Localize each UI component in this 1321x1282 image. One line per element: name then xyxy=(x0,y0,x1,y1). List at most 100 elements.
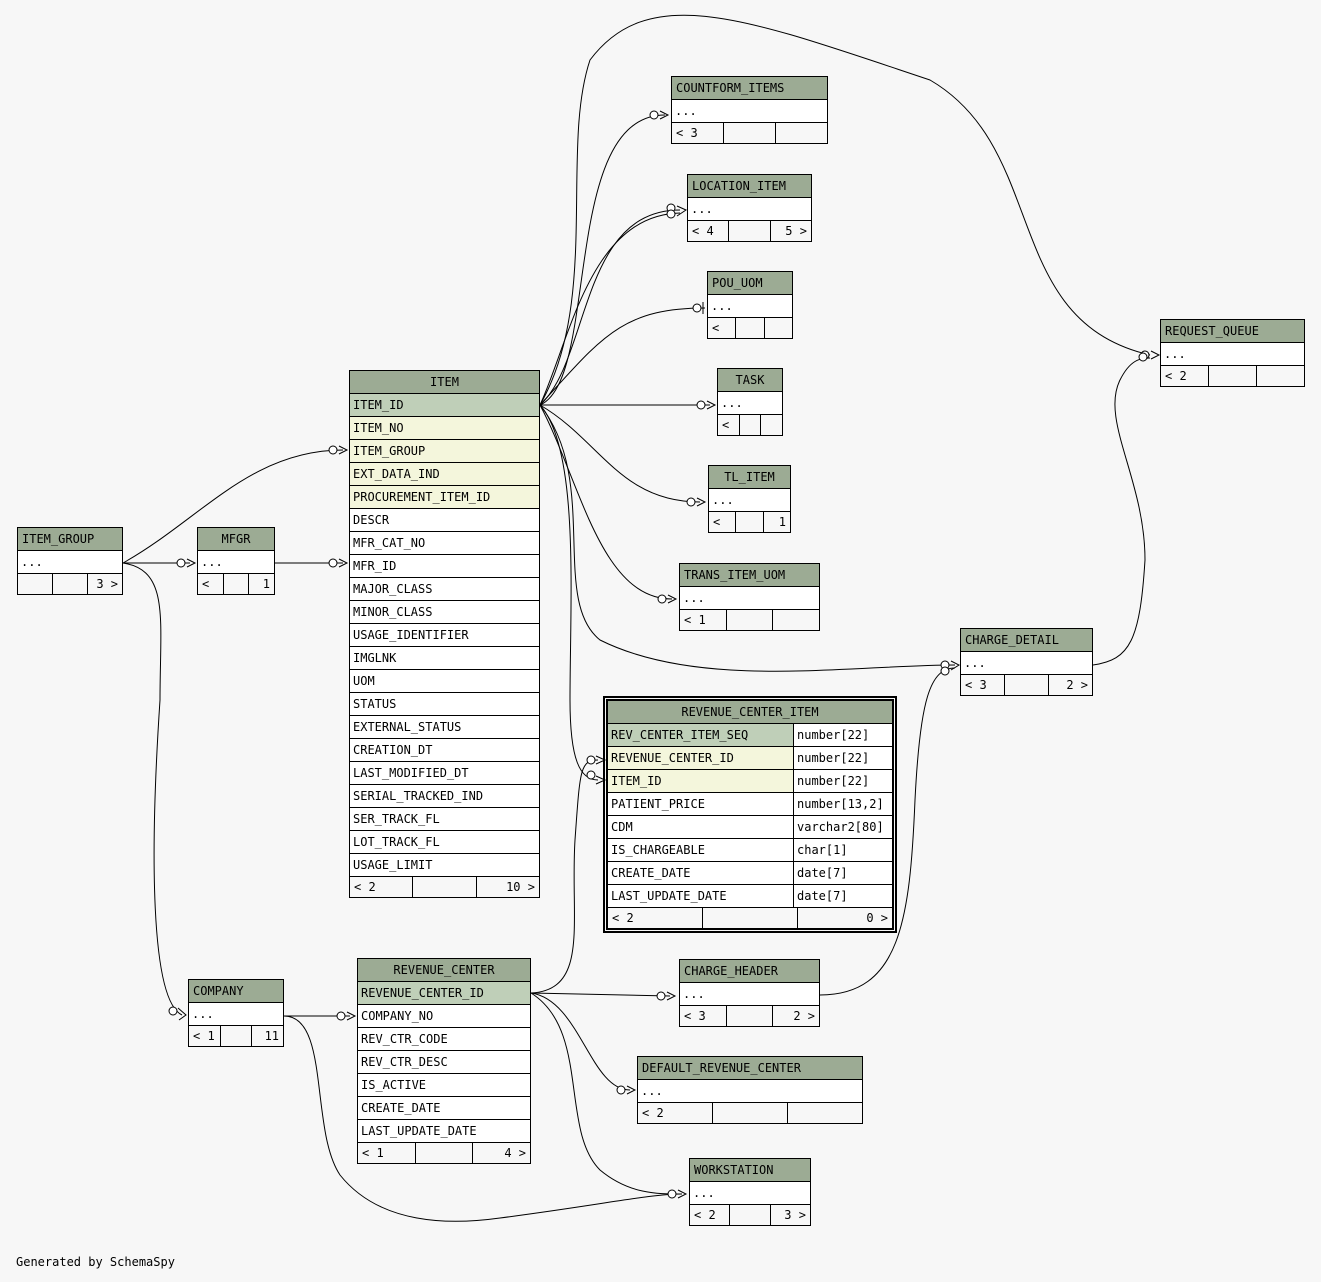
table-countform-items-header[interactable]: COUNTFORM_ITEMS xyxy=(672,77,827,100)
parents-count[interactable]: < 2 xyxy=(722,418,730,432)
column-row[interactable]: USAGE_LIMIT xyxy=(350,854,539,877)
collapsed-columns[interactable]: ... xyxy=(961,652,1092,675)
table-countform-items[interactable]: COUNTFORM_ITEMS ... < 3 xyxy=(671,76,828,144)
parents-count[interactable]: < 1 xyxy=(193,1029,215,1043)
parents-count[interactable]: < 2 xyxy=(354,880,376,894)
column-row[interactable]: PROCUREMENT_ITEM_ID xyxy=(350,486,539,509)
children-count[interactable] xyxy=(1256,366,1304,386)
column-row[interactable]: EXTERNAL_STATUS xyxy=(350,716,539,739)
column-row[interactable]: UOM xyxy=(350,670,539,693)
table-trans-item-uom-header[interactable]: TRANS_ITEM_UOM xyxy=(680,564,819,587)
parents-count[interactable]: < 4 xyxy=(692,224,714,238)
column-row[interactable]: COMPANY_NO xyxy=(358,1005,530,1028)
collapsed-columns[interactable]: ... xyxy=(680,587,819,610)
parents-count[interactable]: < 1 xyxy=(684,613,706,627)
column-row[interactable]: LAST_UPDATE_DATE xyxy=(358,1120,530,1143)
table-pou-uom-header[interactable]: POU_UOM xyxy=(708,272,792,295)
parents-count[interactable]: < 1 xyxy=(712,321,720,335)
column-row[interactable]: IS_ACTIVE xyxy=(358,1074,530,1097)
table-charge-header[interactable]: CHARGE_HEADER ... < 3 2 > xyxy=(679,959,820,1027)
parents-count[interactable]: < 2 xyxy=(1165,369,1187,383)
children-count[interactable]: 10 > xyxy=(475,877,539,897)
table-mfgr[interactable]: MFGR ... < 1 1 > xyxy=(197,527,275,595)
table-charge-header-header[interactable]: CHARGE_HEADER xyxy=(680,960,819,983)
column-row[interactable]: STATUS xyxy=(350,693,539,716)
collapsed-columns[interactable]: ... xyxy=(638,1080,862,1103)
table-tl-item[interactable]: TL_ITEM ... < 2 1 > xyxy=(708,465,791,533)
parents-count[interactable]: < 3 xyxy=(676,126,698,140)
children-count[interactable]: 4 > xyxy=(472,1143,530,1163)
table-workstation[interactable]: WORKSTATION ... < 2 3 > xyxy=(689,1158,811,1226)
table-trans-item-uom[interactable]: TRANS_ITEM_UOM ... < 1 xyxy=(679,563,820,631)
collapsed-columns[interactable]: ... xyxy=(708,295,792,318)
parents-count[interactable] xyxy=(18,574,52,594)
table-item[interactable]: ITEM ITEM_ID ITEM_NO ITEM_GROUP EXT_DATA… xyxy=(349,370,540,898)
table-default-revenue-center[interactable]: DEFAULT_REVENUE_CENTER ... < 2 xyxy=(637,1056,863,1124)
table-revenue-center[interactable]: REVENUE_CENTER REVENUE_CENTER_ID COMPANY… xyxy=(357,958,531,1164)
table-default-revenue-center-header[interactable]: DEFAULT_REVENUE_CENTER xyxy=(638,1057,862,1080)
table-task-header[interactable]: TASK xyxy=(718,369,782,392)
column-row[interactable]: SER_TRACK_FL xyxy=(350,808,539,831)
column-row[interactable]: MINOR_CLASS xyxy=(350,601,539,624)
children-count[interactable]: 11 > xyxy=(251,1026,283,1046)
table-item-group[interactable]: ITEM_GROUP ... 3 > xyxy=(17,527,123,595)
column-row[interactable]: CREATION_DT xyxy=(350,739,539,762)
table-mfgr-header[interactable]: MFGR xyxy=(198,528,274,551)
column-row[interactable]: USAGE_IDENTIFIER xyxy=(350,624,539,647)
table-charge-detail-header[interactable]: CHARGE_DETAIL xyxy=(961,629,1092,652)
parents-count[interactable]: < 1 xyxy=(202,577,210,591)
children-count[interactable]: 2 > xyxy=(1048,675,1092,695)
parents-count[interactable]: < 2 xyxy=(713,515,721,529)
children-count[interactable]: 3 > xyxy=(87,574,122,594)
children-count[interactable] xyxy=(775,123,827,143)
column-row[interactable]: ITEM_NO xyxy=(350,417,539,440)
table-location-item[interactable]: LOCATION_ITEM ... < 4 5 > xyxy=(687,174,812,242)
children-count[interactable]: 2 > xyxy=(772,1006,819,1026)
table-location-item-header[interactable]: LOCATION_ITEM xyxy=(688,175,811,198)
collapsed-columns[interactable]: ... xyxy=(198,551,274,574)
column-row[interactable]: MFR_CAT_NO xyxy=(350,532,539,555)
table-workstation-header[interactable]: WORKSTATION xyxy=(690,1159,810,1182)
table-tl-item-header[interactable]: TL_ITEM xyxy=(709,466,790,489)
column-row[interactable]: CREATE_DATE xyxy=(358,1097,530,1120)
column-row[interactable]: MAJOR_CLASS xyxy=(350,578,539,601)
collapsed-columns[interactable]: ... xyxy=(690,1182,810,1205)
collapsed-columns[interactable]: ... xyxy=(688,198,811,221)
children-count[interactable] xyxy=(763,318,792,338)
parents-count[interactable]: < 3 xyxy=(965,678,987,692)
table-revenue-center-header[interactable]: REVENUE_CENTER xyxy=(358,959,530,982)
table-task[interactable]: TASK ... < 2 xyxy=(717,368,783,436)
collapsed-columns[interactable]: ... xyxy=(680,983,819,1006)
column-row[interactable]: LAST_MODIFIED_DT xyxy=(350,762,539,785)
parents-count[interactable]: < 1 xyxy=(362,1146,384,1160)
column-row[interactable]: DESCR xyxy=(350,509,539,532)
column-row[interactable]: IMGLNK xyxy=(350,647,539,670)
table-request-queue[interactable]: REQUEST_QUEUE ... < 2 xyxy=(1160,319,1305,387)
collapsed-columns[interactable]: ... xyxy=(709,489,790,512)
children-count[interactable] xyxy=(772,610,819,630)
children-count[interactable]: 1 > xyxy=(248,574,274,594)
parents-count[interactable]: < 2 xyxy=(642,1106,664,1120)
table-revenue-center-item-header[interactable]: REVENUE_CENTER_ITEM xyxy=(608,701,892,724)
collapsed-columns[interactable]: ... xyxy=(189,1003,283,1026)
collapsed-columns[interactable]: ... xyxy=(18,551,122,574)
column-row[interactable]: REV_CTR_DESC xyxy=(358,1051,530,1074)
column-row[interactable]: REVENUE_CENTER_ID xyxy=(358,982,530,1005)
children-count[interactable]: 3 > xyxy=(769,1205,810,1225)
table-company-header[interactable]: COMPANY xyxy=(189,980,283,1003)
column-row[interactable]: ITEM_GROUP xyxy=(350,440,539,463)
table-pou-uom[interactable]: POU_UOM ... < 1 xyxy=(707,271,793,339)
column-row[interactable]: EXT_DATA_IND xyxy=(350,463,539,486)
collapsed-columns[interactable]: ... xyxy=(672,100,827,123)
children-count[interactable]: 1 > xyxy=(762,512,790,532)
column-row[interactable]: MFR_ID xyxy=(350,555,539,578)
column-row[interactable]: REV_CTR_CODE xyxy=(358,1028,530,1051)
